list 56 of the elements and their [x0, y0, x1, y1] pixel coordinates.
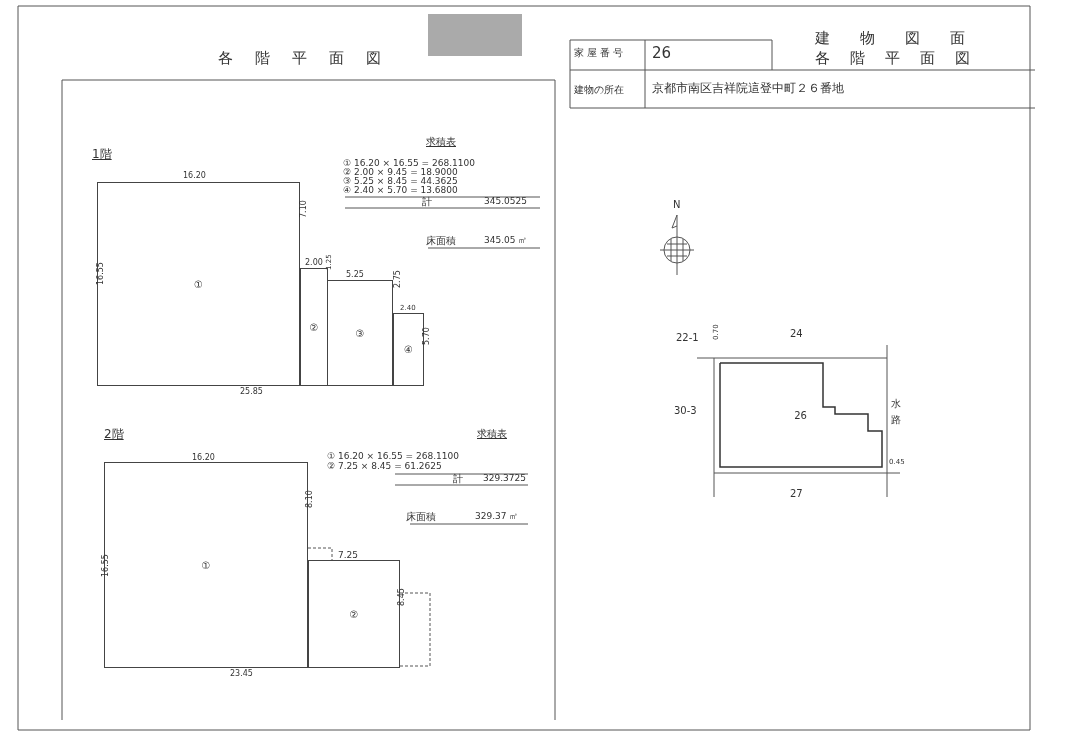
dimension-label: 7.10: [300, 200, 309, 218]
field-value: 26: [652, 45, 672, 62]
total-value: 345.0525: [484, 197, 527, 207]
area-label: 床面積: [406, 511, 436, 522]
field-label: 家屋番号: [574, 47, 626, 58]
dimension-label: 2.75: [394, 270, 403, 288]
section-number: ③: [355, 327, 365, 339]
total-value: 329.3725: [483, 474, 526, 484]
dimension-label: 16.20: [183, 172, 206, 181]
section-number: ①: [201, 559, 211, 571]
dimension-label: 16.55: [102, 554, 111, 577]
north-label: N: [673, 199, 681, 210]
waterway-label: 水路: [891, 397, 901, 427]
lot-number: 22-1: [676, 332, 699, 343]
floor-section: [97, 182, 300, 386]
section-number: ①: [194, 278, 203, 290]
lot-number: 24: [790, 328, 803, 339]
floor-label: 1階: [92, 148, 112, 162]
drawing-title: 各階平面図: [218, 50, 403, 67]
dimension-label: 8.45: [398, 588, 407, 606]
total-label: 計: [453, 473, 463, 484]
calculation-row-text: ② 2.00 × 9.45 = 18.9000: [343, 168, 458, 177]
address-text: 京都市南区吉祥院這登中町２６番地: [652, 82, 844, 96]
document-heading: 各階平面図: [815, 50, 990, 67]
calculation-row: ② 7.25 × 8.45 = 61.2625: [327, 462, 442, 472]
calculation-row: ① 16.20 × 16.55 = 268.1100: [327, 452, 459, 462]
floor-label: 2階: [104, 428, 124, 442]
document-heading: 建物図面: [815, 30, 995, 47]
field-label: 建物の所在: [574, 84, 624, 95]
table-heading: 求積表: [426, 136, 456, 147]
dimension-label: 2.00: [305, 259, 323, 268]
dimension-label: 7.25: [338, 551, 359, 561]
calculation-row-text: ③ 5.25 × 8.45 = 44.3625: [343, 177, 458, 186]
section-number: 26: [794, 410, 807, 421]
section-number: ④: [404, 344, 413, 355]
dimension-label: 5.70: [423, 327, 432, 345]
area-value: 345.05 ㎡: [484, 236, 528, 246]
floor-section: [327, 280, 393, 386]
section-number: ②: [309, 321, 319, 333]
area-value: 329.37 ㎡: [475, 512, 519, 522]
floor-section: [393, 313, 424, 386]
calculation-row-text: ① 16.20 × 16.55 = 268.1100: [343, 159, 475, 168]
dimension-label: 5.25: [346, 271, 364, 280]
lot-number: 30-3: [674, 405, 697, 416]
area-label: 床面積: [426, 235, 456, 246]
total-label: 計: [422, 196, 432, 207]
table-heading: 求積表: [477, 428, 507, 439]
section-number: ②: [349, 608, 359, 620]
dimension-label: 8.10: [306, 490, 315, 508]
dimension-label: 16.20: [192, 454, 215, 463]
dimension-label: 16.55: [97, 262, 106, 285]
dimension-label: 25.85: [240, 388, 263, 397]
dimension-label: 23.45: [230, 670, 253, 679]
calculation-row: ④ 2.40 × 5.70 = 13.6800: [343, 186, 458, 196]
floor-section: [300, 268, 328, 386]
lot-number: 27: [790, 488, 803, 499]
